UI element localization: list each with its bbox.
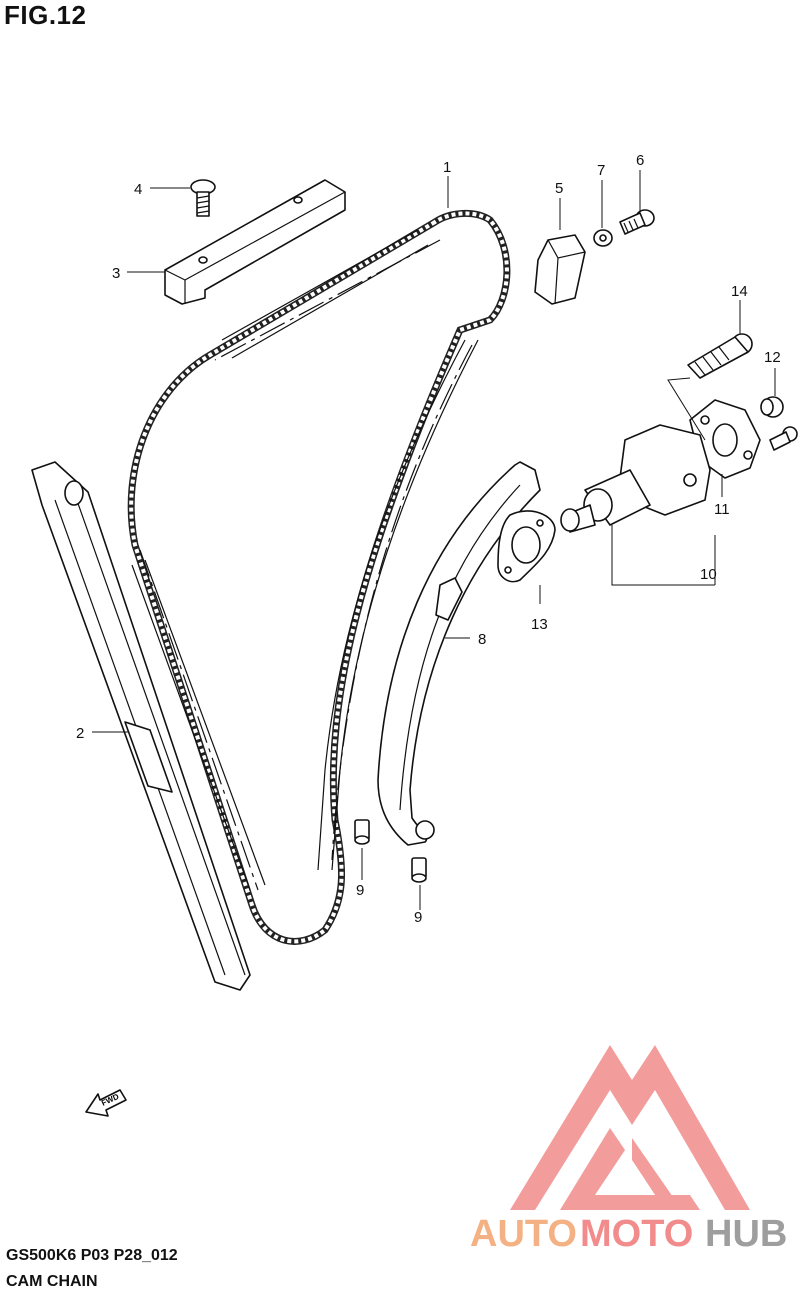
figure-name: CAM CHAIN — [6, 1273, 98, 1290]
watermark-logo-icon — [510, 1045, 750, 1210]
chain-tensioner-assembly — [560, 424, 711, 533]
chain-guide-rear — [31, 461, 251, 991]
callout-4: 4 — [134, 181, 142, 198]
chain-guide-tensioner — [377, 461, 541, 846]
callout-6: 6 — [636, 152, 644, 169]
callout-9b: 9 — [414, 909, 422, 926]
leader-lines — [92, 170, 776, 910]
small-bolt — [769, 426, 798, 451]
callout-12: 12 — [764, 349, 781, 366]
watermark-text: AUTO MOTO HUB — [470, 1213, 787, 1255]
svg-text:HUB: HUB — [705, 1213, 787, 1255]
bolt-guide — [190, 179, 216, 217]
callout-7: 7 — [597, 162, 605, 179]
callout-11: 11 — [714, 501, 730, 518]
figure-code: GS500K6 P03 P28_012 — [6, 1247, 178, 1264]
callout-10: 10 — [700, 566, 717, 583]
tensioner-gasket-13 — [497, 510, 556, 583]
dowel-pin-1 — [354, 819, 370, 845]
callout-13: 13 — [531, 616, 548, 633]
chain-guide-top — [164, 179, 346, 305]
fwd-arrow-icon: FWD — [85, 1089, 127, 1117]
svg-text:MOTO: MOTO — [580, 1213, 693, 1255]
chain-cushion — [534, 234, 586, 305]
svg-text:AUTO: AUTO — [470, 1213, 577, 1255]
callout-5: 5 — [555, 180, 563, 197]
figure-title: FIG.12 — [4, 0, 87, 30]
callout-1: 1 — [443, 159, 451, 176]
callout-3: 3 — [112, 265, 120, 282]
tensioner-plug — [760, 396, 784, 418]
dowel-pin-2 — [411, 857, 427, 883]
screw — [619, 209, 655, 235]
tensioner-bolt — [687, 333, 753, 379]
callout-14: 14 — [731, 283, 748, 300]
cam-chain — [127, 210, 511, 945]
callout-9a: 9 — [356, 882, 364, 899]
callout-2: 2 — [76, 725, 84, 742]
callout-8: 8 — [478, 631, 486, 648]
